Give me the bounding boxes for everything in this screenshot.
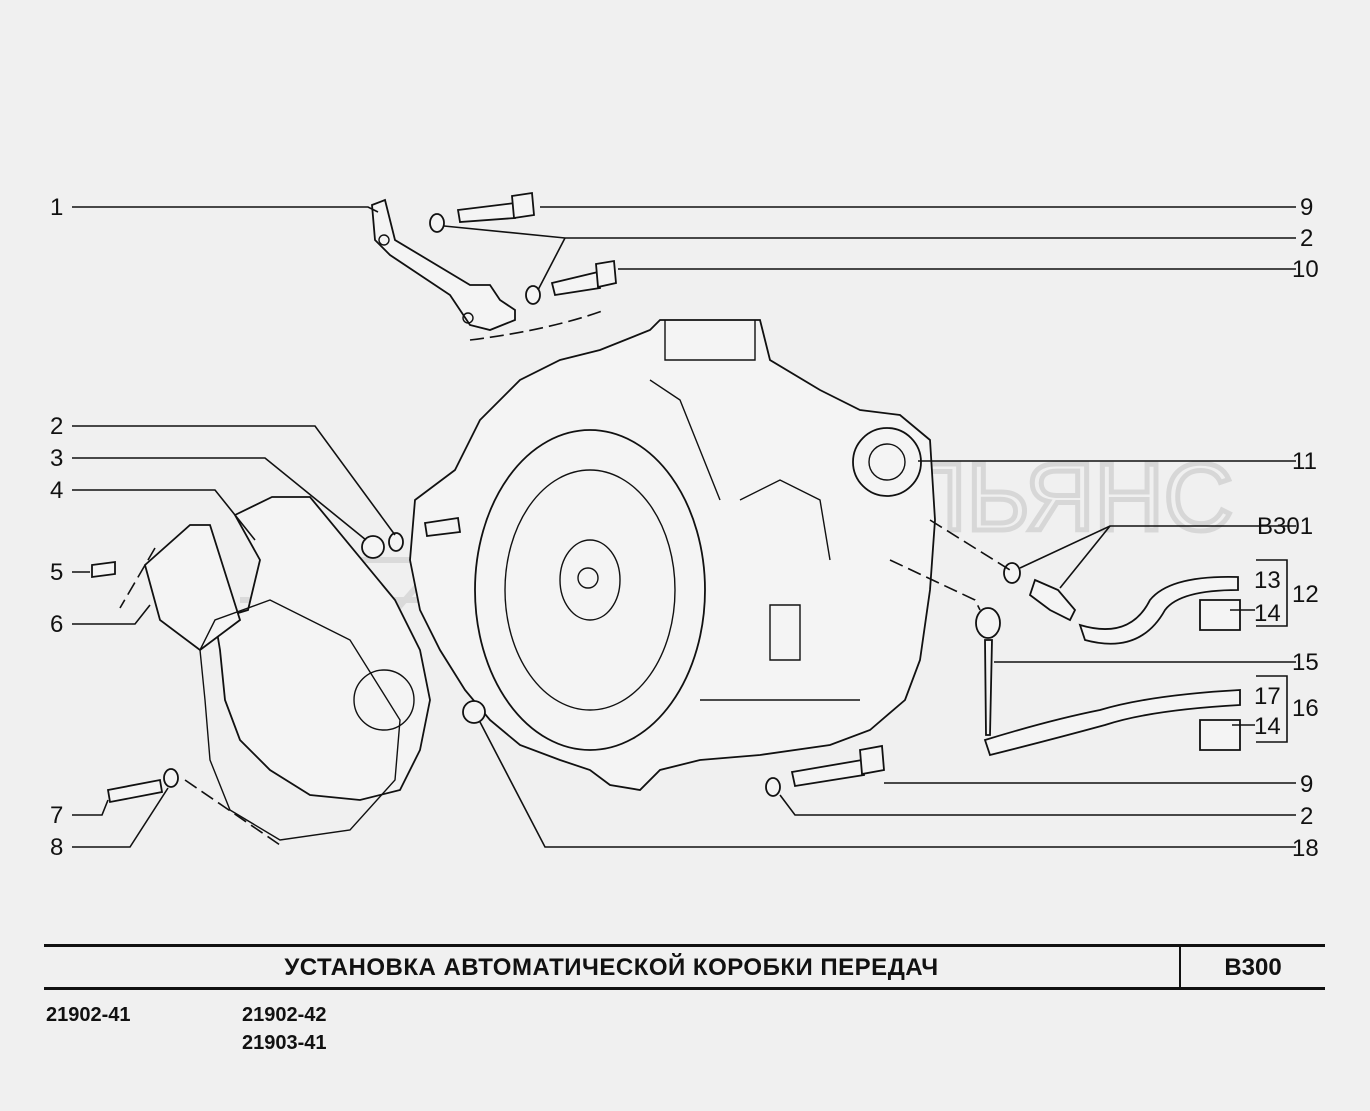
leader-lines: [72, 206, 1296, 848]
hose-13: [1078, 575, 1239, 645]
transmission-housing: [409, 319, 936, 791]
washer-2-bottom: [765, 777, 781, 797]
nut-3: [361, 535, 385, 559]
callout-17: 17: [1254, 683, 1281, 710]
model-code-right-1: 21902-42: [242, 1004, 327, 1026]
callout-4: 4: [50, 477, 63, 504]
clamp-14-lower: [1199, 719, 1241, 751]
dipstick-15: [975, 607, 1001, 736]
diagram-title: УСТАНОВКА АВТОМАТИЧЕСКОЙ КОРОБКИ ПЕРЕДАЧ: [284, 954, 939, 981]
callout-16: 16: [1292, 695, 1319, 722]
bolt-9-bottom: [790, 744, 885, 788]
callout-5: 5: [50, 559, 63, 586]
upper-bracket: [371, 198, 606, 341]
callout-14-lower: 14: [1254, 713, 1281, 740]
nut-18: [462, 700, 486, 724]
callout-1: 1: [50, 194, 63, 221]
callout-b301: B301: [1257, 513, 1313, 540]
callout-6: 6: [50, 611, 63, 638]
sheet-code: B300: [1224, 954, 1282, 981]
washer-2-left: [388, 532, 404, 552]
callout-10: 10: [1292, 256, 1319, 283]
washer-b301: [1003, 562, 1021, 584]
callout-9-bottom: 9: [1300, 771, 1313, 798]
callout-18: 18: [1292, 835, 1319, 862]
bolt-7: [106, 778, 164, 804]
washer-8: [163, 768, 179, 788]
washer-2-top-a: [429, 213, 445, 233]
model-code-right-2: 21903-41: [242, 1032, 327, 1054]
callout-9-top: 9: [1300, 194, 1313, 221]
callout-2-top: 2: [1300, 225, 1313, 252]
callout-7: 7: [50, 802, 63, 829]
exploded-parts-diagram: АВТО АЛЬЯНС: [50, 191, 1319, 862]
callout-2-bottom: 2: [1300, 803, 1313, 830]
fitting-b301: [1028, 578, 1077, 622]
bolt-10: [550, 259, 617, 297]
callout-13: 13: [1254, 567, 1281, 594]
callout-12: 12: [1292, 581, 1319, 608]
callout-8: 8: [50, 834, 63, 861]
clamp-14-upper: [1199, 599, 1241, 631]
callout-labels: 1 2 3 4 5 6 7 8 9 2 10 11 B301 13 12 14 …: [50, 194, 1319, 862]
callout-11: 11: [1292, 448, 1317, 475]
bolt-9-top: [456, 191, 535, 223]
shield-6: [143, 524, 242, 652]
title-divider: [1179, 947, 1181, 987]
callout-2-left: 2: [50, 413, 63, 440]
callout-14-upper: 14: [1254, 600, 1281, 627]
model-code-left: 21902-41: [46, 1004, 131, 1026]
hose-17: [983, 689, 1241, 757]
callout-3: 3: [50, 445, 63, 472]
screw-5: [91, 560, 116, 579]
title-bar: УСТАНОВКА АВТОМАТИЧЕСКОЙ КОРОБКИ ПЕРЕДАЧ…: [44, 944, 1325, 990]
stud-left: [423, 516, 462, 537]
callout-15: 15: [1292, 649, 1319, 676]
plate-8: [199, 599, 401, 841]
washer-2-top-b: [525, 285, 541, 305]
